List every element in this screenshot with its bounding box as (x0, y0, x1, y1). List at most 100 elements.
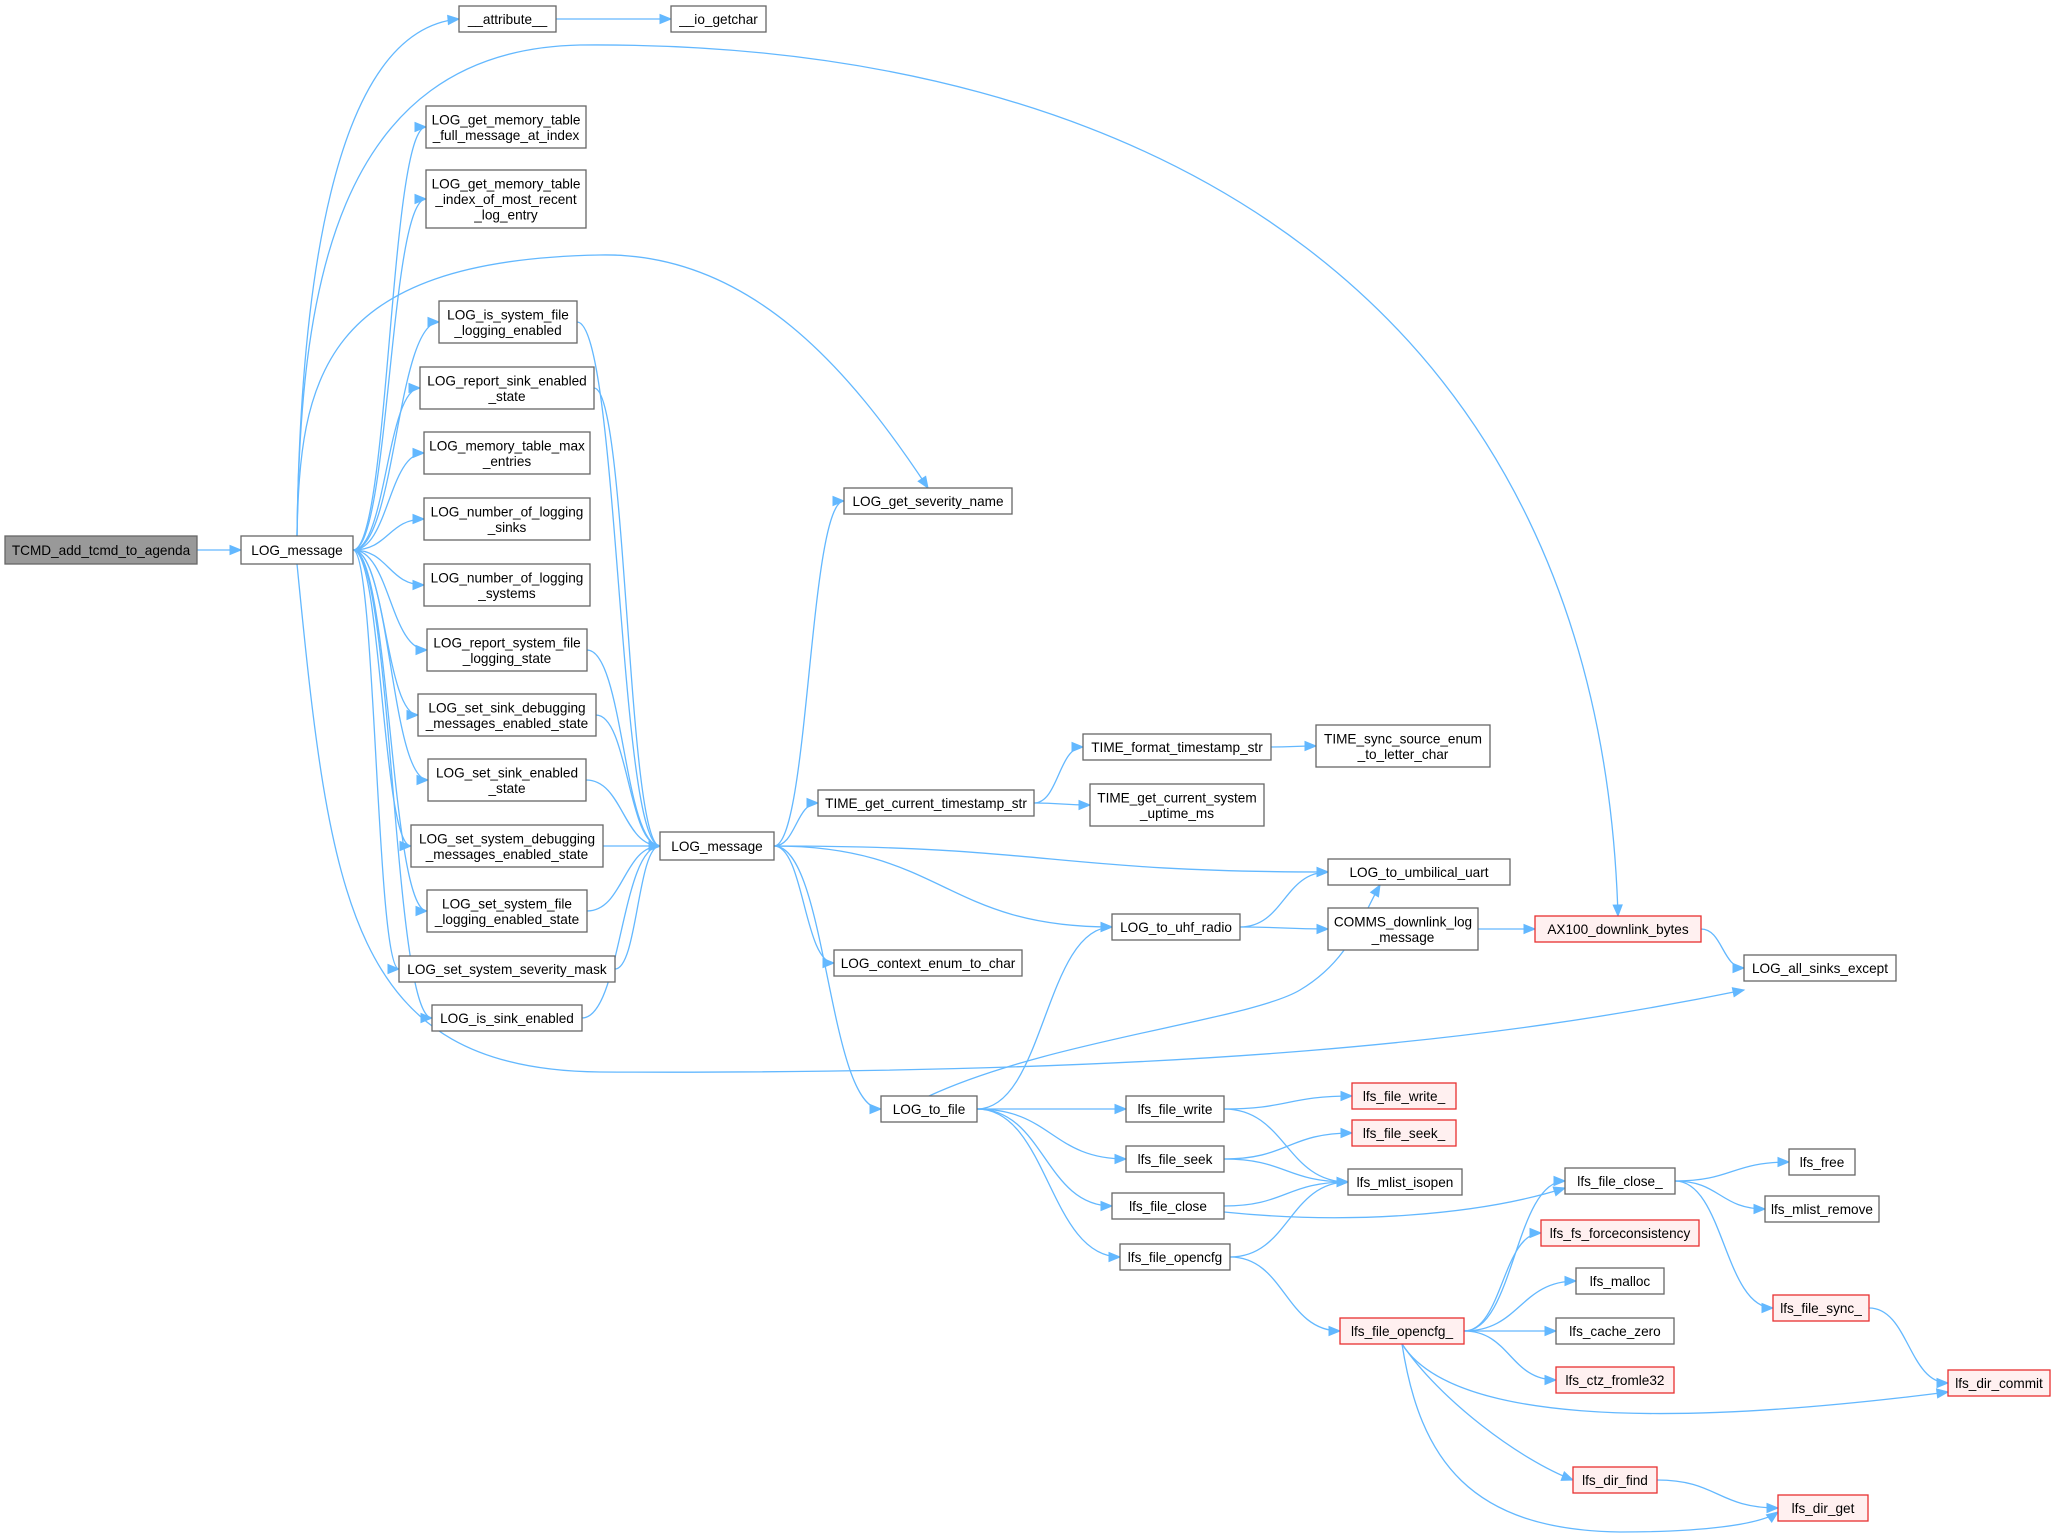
function-node-commsdl[interactable]: COMMS_downlink_log_message (1327, 907, 1479, 951)
function-node-logmsg1[interactable]: LOG_message (240, 535, 354, 565)
node-label: LOG_context_enum_to_char (841, 956, 1016, 971)
node-label: LOG_memory_table_max (429, 438, 585, 453)
function-node-setsysfile[interactable]: LOG_set_system_file_logging_enabled_stat… (426, 889, 588, 933)
function-node-setsysdbg[interactable]: LOG_set_system_debugging_messages_enable… (410, 824, 604, 868)
function-node-fwrite_[interactable]: lfs_file_write_ (1351, 1082, 1457, 1110)
function-node-setsinken[interactable]: LOG_set_sink_enabled_state (427, 758, 587, 802)
node-label: LOG_set_system_file (442, 896, 572, 911)
edge-issinken-to-logmsg2 (581, 840, 662, 1019)
function-node-tfmt[interactable]: TIME_format_timestamp_str (1082, 733, 1272, 761)
function-node-ctxenum[interactable]: LOG_context_enum_to_char (833, 949, 1023, 977)
function-node-fseek_[interactable]: lfs_file_seek_ (1351, 1119, 1457, 1147)
function-node-ctzfrom[interactable]: lfs_ctz_fromle32 (1555, 1366, 1675, 1394)
edge-tgetstamp-to-tfmt (1033, 741, 1085, 804)
function-node-numsys[interactable]: LOG_number_of_logging_systems (423, 563, 591, 607)
node-box (1351, 1119, 1457, 1147)
function-node-umbuart[interactable]: LOG_to_umbilical_uart (1327, 858, 1511, 886)
node-label: _logging_enabled (453, 323, 561, 338)
edge-reportsysfile-to-logmsg2 (586, 649, 662, 852)
function-node-setsinkdbg[interactable]: LOG_set_sink_debugging_messages_enabled_… (417, 693, 597, 737)
edge-fclose_-to-lfree (1674, 1156, 1791, 1182)
node-label: lfs_file_sync_ (1780, 1301, 1862, 1316)
function-node-tcmd[interactable]: TCMD_add_tcmd_to_agenda (4, 535, 198, 565)
function-node-fclose_[interactable]: lfs_file_close_ (1564, 1167, 1676, 1195)
node-label: __io_getchar (678, 12, 758, 27)
node-label: lfs_file_write (1138, 1102, 1213, 1117)
function-node-tuptime[interactable]: TIME_get_current_system_uptime_ms (1089, 783, 1265, 827)
node-label: LOG_get_severity_name (852, 494, 1003, 509)
function-node-lfree[interactable]: lfs_free (1788, 1148, 1856, 1176)
node-label: TIME_sync_source_enum (1324, 731, 1482, 746)
node-label: _uptime_ms (1139, 806, 1214, 821)
function-node-dirget[interactable]: lfs_dir_get (1777, 1494, 1869, 1522)
function-node-tgetstamp[interactable]: TIME_get_current_timestamp_str (817, 789, 1035, 817)
function-node-issysfile[interactable]: LOG_is_system_file_logging_enabled (438, 300, 578, 344)
edge-logmsg1-to-issysfile (352, 316, 441, 551)
function-node-cachezero[interactable]: lfs_cache_zero (1555, 1317, 1675, 1345)
edge-logmsg1-to-numsys (352, 549, 426, 591)
node-box (426, 628, 588, 672)
node-box (423, 497, 591, 541)
node-label: LOG_number_of_logging (431, 504, 584, 519)
function-node-fopencfg_[interactable]: lfs_file_opencfg_ (1339, 1317, 1465, 1345)
edge-fopencfg-to-fopencfg_ (1229, 1256, 1342, 1337)
function-node-fsforce[interactable]: lfs_fs_forceconsistency (1540, 1219, 1700, 1247)
node-box (1572, 1466, 1658, 1494)
function-node-fopencfg[interactable]: lfs_file_opencfg (1119, 1243, 1231, 1271)
function-node-sevname[interactable]: LOG_get_severity_name (843, 487, 1013, 515)
edge-fopencfg-to-isopen (1229, 1176, 1350, 1258)
node-label: AX100_downlink_bytes (1547, 922, 1689, 937)
function-node-fclose[interactable]: lfs_file_close (1111, 1192, 1225, 1220)
edge-uhf-to-umbuart (1239, 866, 1330, 928)
function-node-mlremove[interactable]: lfs_mlist_remove (1764, 1195, 1880, 1223)
node-box (817, 789, 1035, 817)
function-node-tsync[interactable]: TIME_sync_source_enum_to_letter_char (1315, 724, 1491, 768)
edge-reportsink-to-logmsg2 (593, 387, 662, 852)
function-node-getidx[interactable]: LOG_get_memory_table_index_of_most_recen… (425, 169, 587, 229)
function-node-reportsink[interactable]: LOG_report_sink_enabled_state (419, 366, 595, 410)
edge-fwrite-to-fwrite_ (1223, 1090, 1354, 1110)
node-label: lfs_mlist_isopen (1357, 1175, 1454, 1190)
edge-commsdl-to-ax100 (1478, 923, 1537, 935)
function-node-ax100[interactable]: AX100_downlink_bytes (1534, 915, 1702, 943)
edge-tgetstamp-to-tuptime (1033, 799, 1092, 811)
node-label: LOG_set_system_debugging (419, 831, 595, 846)
node-label: LOG_set_sink_debugging (428, 700, 585, 715)
function-node-allsinks[interactable]: LOG_all_sinks_except (1743, 954, 1897, 982)
edge-logmsg1-to-ax100 (296, 44, 1623, 918)
function-node-dirfind[interactable]: lfs_dir_find (1572, 1466, 1658, 1494)
node-box (1555, 1366, 1675, 1394)
function-node-uhf[interactable]: LOG_to_uhf_radio (1111, 913, 1241, 941)
function-node-iogetchar[interactable]: __io_getchar (670, 5, 767, 33)
edge-fopencfg_-to-cachezero (1464, 1325, 1558, 1337)
function-node-tofile[interactable]: LOG_to_file (880, 1095, 978, 1123)
function-node-numsinks[interactable]: LOG_number_of_logging_sinks (423, 497, 591, 541)
node-box (1555, 1317, 1675, 1345)
node-box (833, 949, 1023, 977)
function-node-attr[interactable]: __attribute__ (458, 5, 557, 33)
edge-attr-to-iogetchar (556, 13, 673, 25)
function-node-logmsg2[interactable]: LOG_message (659, 831, 775, 861)
node-box (423, 563, 591, 607)
function-node-memmax[interactable]: LOG_memory_table_max_entries (423, 431, 591, 475)
node-label: _log_entry (473, 208, 538, 223)
function-node-isopen[interactable]: lfs_mlist_isopen (1347, 1168, 1463, 1196)
function-node-setsevmask[interactable]: LOG_set_system_severity_mask (398, 955, 616, 983)
function-node-fsync_[interactable]: lfs_file_sync_ (1772, 1294, 1870, 1322)
function-node-fseek[interactable]: lfs_file_seek (1125, 1145, 1225, 1173)
edge-uhf-to-commsdl (1239, 923, 1330, 935)
edge-tofile-to-uhf (976, 921, 1114, 1110)
node-box (1777, 1494, 1869, 1522)
function-node-issinken[interactable]: LOG_is_sink_enabled (431, 1004, 583, 1032)
node-box (1788, 1148, 1856, 1176)
edge-tofile-to-fopencfg (976, 1108, 1122, 1263)
node-label: LOG_report_system_file (433, 635, 580, 650)
edge-logmsg1-to-reportsysfile (352, 549, 429, 656)
function-node-dircommit[interactable]: lfs_dir_commit (1947, 1369, 2051, 1397)
function-node-malloc[interactable]: lfs_malloc (1575, 1267, 1665, 1295)
edge-fclose_-to-mlremove (1674, 1180, 1767, 1215)
function-node-getfull[interactable]: LOG_get_memory_table_full_message_at_ind… (425, 105, 587, 149)
function-node-reportsysfile[interactable]: LOG_report_system_file_logging_state (426, 628, 588, 672)
function-node-fwrite[interactable]: lfs_file_write (1125, 1095, 1225, 1123)
edge-fopencfg_-to-malloc (1463, 1275, 1578, 1332)
